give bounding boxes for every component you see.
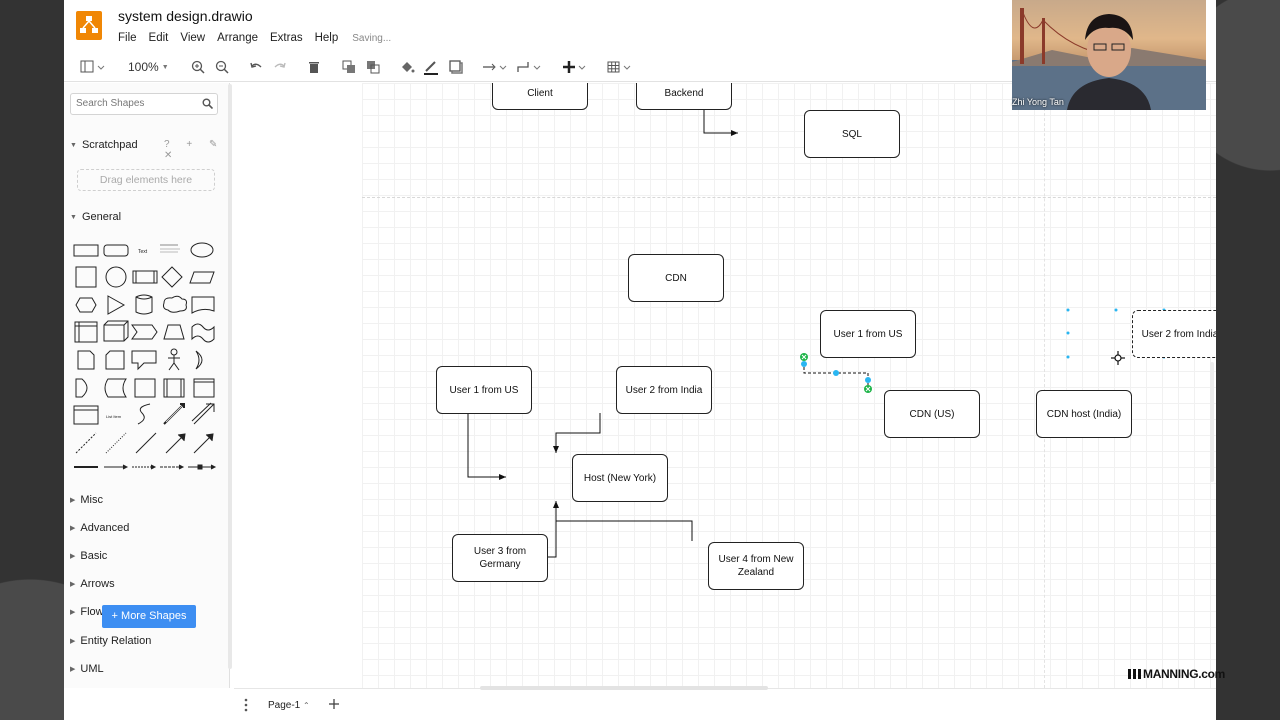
- format-panel-icon[interactable]: [80, 59, 106, 75]
- page-break-line-vertical: [1044, 83, 1045, 688]
- svg-text:Text: Text: [138, 249, 148, 255]
- line-color-icon[interactable]: [423, 59, 439, 75]
- scratchpad-drop-zone[interactable]: Drag elements here: [77, 169, 215, 191]
- webcam-video: [1012, 0, 1206, 110]
- node-cdn-us[interactable]: CDN (US): [884, 390, 980, 438]
- manning-watermark: MANNING.com: [1127, 667, 1225, 681]
- node-user4-new-zealand[interactable]: User 4 from New Zealand: [708, 542, 804, 590]
- node-user3-germany[interactable]: User 3 from Germany: [452, 534, 548, 582]
- zoom-out-icon[interactable]: [214, 59, 230, 75]
- general-shapes-palette[interactable]: Text: [72, 241, 222, 471]
- add-page-icon[interactable]: [327, 697, 341, 716]
- general-header[interactable]: ▼General: [70, 211, 122, 223]
- diagram-canvas[interactable]: Client Backend SQL CDN User 1 from US Us…: [234, 83, 1216, 688]
- menu-file[interactable]: File: [118, 32, 137, 44]
- canvas-horizontal-scrollbar[interactable]: [480, 686, 768, 690]
- scratchpad-header[interactable]: ▼Scratchpad: [70, 139, 138, 151]
- scratchpad-tools[interactable]: ? + ✎ ✕: [164, 139, 225, 161]
- drawio-logo[interactable]: [76, 11, 102, 40]
- search-icon[interactable]: [202, 98, 214, 112]
- save-status: Saving...: [352, 33, 392, 44]
- node-host-new-york[interactable]: Host (New York): [572, 454, 668, 502]
- table-icon[interactable]: [607, 59, 633, 75]
- menu-help[interactable]: Help: [314, 32, 339, 44]
- diagram-connectors[interactable]: [234, 83, 1216, 688]
- menu-view[interactable]: View: [180, 32, 206, 44]
- shadow-icon[interactable]: [448, 59, 464, 75]
- section-misc[interactable]: ▶Misc: [70, 494, 103, 506]
- menu-edit[interactable]: Edit: [148, 32, 169, 44]
- webcam-participant-name: Zhi Yong Tan: [1012, 97, 1064, 107]
- shapes-sidebar: Search Shapes ▼Scratchpad ? + ✎ ✕ Drag e…: [64, 83, 230, 688]
- page-tab-1[interactable]: Page-1 ⌃: [268, 700, 310, 711]
- section-entity-relation[interactable]: ▶Entity Relation: [70, 635, 152, 647]
- insert-icon[interactable]: [562, 59, 588, 75]
- node-cdn-host-india[interactable]: CDN host (India): [1036, 390, 1132, 438]
- delete-icon[interactable]: [306, 59, 322, 75]
- sidebar-scrollbar[interactable]: [228, 84, 232, 669]
- to-front-icon[interactable]: [341, 59, 357, 75]
- zoom-in-icon[interactable]: [190, 59, 206, 75]
- zoom-level[interactable]: 100%▼: [128, 60, 169, 74]
- section-advanced[interactable]: ▶Advanced: [70, 522, 130, 534]
- page-tabs-bar: Page-1 ⌃: [234, 686, 1216, 720]
- section-basic[interactable]: ▶Basic: [70, 550, 108, 562]
- menu-arrange[interactable]: Arrange: [217, 32, 258, 44]
- node-client[interactable]: Client: [492, 83, 588, 110]
- svg-text:List Item: List Item: [106, 414, 122, 419]
- node-user2-india[interactable]: User 2 from India: [616, 366, 712, 414]
- more-shapes-button[interactable]: + More Shapes: [102, 605, 196, 628]
- move-cursor-icon: [1111, 351, 1125, 365]
- page-break-line: [362, 197, 1216, 198]
- node-cdn[interactable]: CDN: [628, 254, 724, 302]
- node-user2-india-selected[interactable]: User 2 from India: [1132, 310, 1216, 358]
- document-title[interactable]: system design.drawio: [118, 8, 253, 24]
- canvas-vertical-scrollbar[interactable]: [1210, 362, 1214, 482]
- fill-color-icon[interactable]: [399, 59, 415, 75]
- redo-icon[interactable]: [272, 59, 288, 75]
- section-uml[interactable]: ▶UML: [70, 663, 104, 675]
- undo-icon[interactable]: [248, 59, 264, 75]
- node-sql[interactable]: SQL: [804, 110, 900, 158]
- menu-extras[interactable]: Extras: [270, 32, 303, 44]
- menu-bar: File Edit View Arrange Extras Help Savin…: [118, 32, 391, 44]
- node-backend[interactable]: Backend: [636, 83, 732, 110]
- search-shapes-input[interactable]: Search Shapes: [70, 93, 218, 115]
- node-user1-us[interactable]: User 1 from US: [436, 366, 532, 414]
- pages-menu-icon[interactable]: [244, 698, 248, 717]
- node-user1-us-copy[interactable]: User 1 from US: [820, 310, 916, 358]
- section-arrows[interactable]: ▶Arrows: [70, 578, 115, 590]
- to-back-icon[interactable]: [365, 59, 381, 75]
- waypoints-icon[interactable]: [516, 59, 544, 75]
- connection-style-icon[interactable]: [482, 59, 510, 75]
